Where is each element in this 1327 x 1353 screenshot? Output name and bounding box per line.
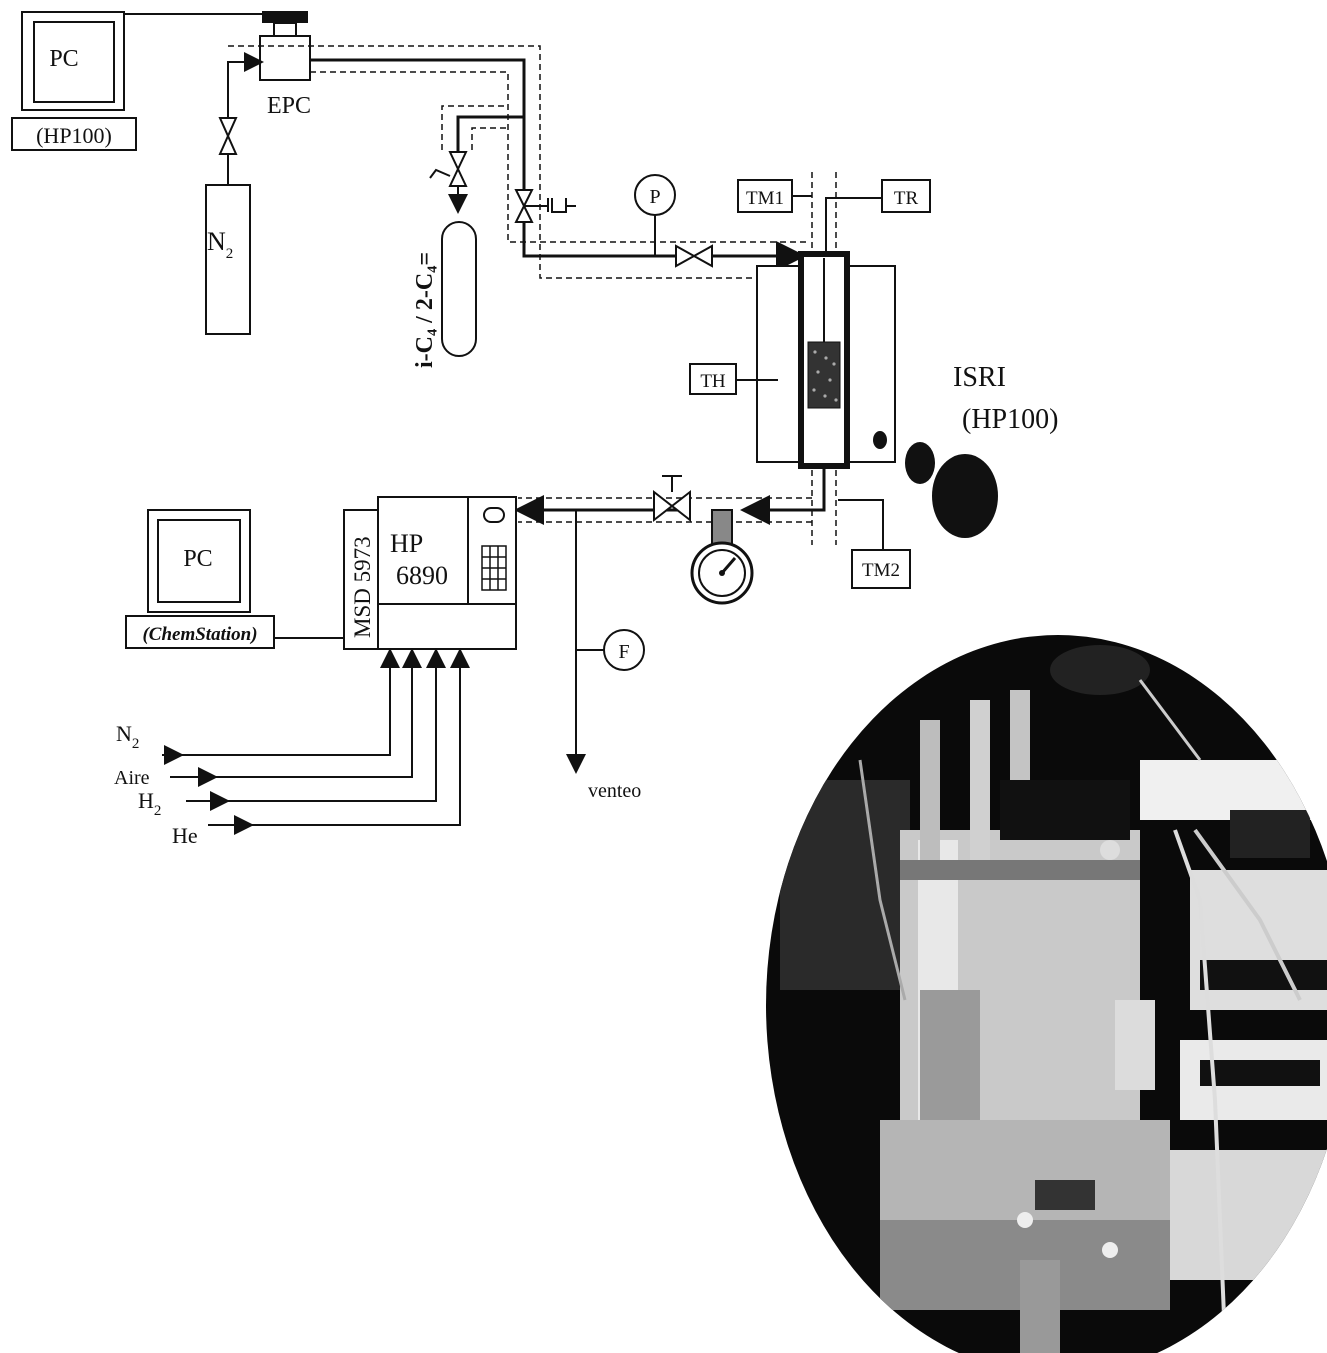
gc-keypad-icon xyxy=(482,546,506,590)
sensor-tm2-label: TM2 xyxy=(862,560,900,581)
reactor-model-label: (HP100) xyxy=(962,404,1058,435)
reactor-name-label: ISRI xyxy=(953,362,1006,393)
pressure-gauge-p: P xyxy=(635,175,675,256)
bottom-pc-software-label: (ChemStation) xyxy=(142,624,257,645)
oven-knob-icon xyxy=(873,431,887,449)
gas-h2-label: H2 xyxy=(138,788,161,819)
gc-ms-unit: HP 6890 MSD 5973 xyxy=(344,497,516,649)
epc-controller-cap xyxy=(262,11,308,23)
vent-label: venteo xyxy=(588,780,641,802)
feed-cylinder-label: i-C₄ / 2-C₄= xyxy=(412,252,438,368)
vent-cap-icon xyxy=(548,198,576,212)
top-pc-label: PC xyxy=(49,46,78,72)
epc-outlet-line xyxy=(310,60,524,190)
sensor-tm1: TM1 xyxy=(738,180,812,212)
sensor-th-label: TH xyxy=(700,371,726,392)
epc-box xyxy=(260,36,310,80)
flow-meter-label: F xyxy=(618,641,629,663)
top-pc: PC (HP100) xyxy=(12,12,136,150)
reactor-oven xyxy=(757,254,895,466)
feed-valve-icon xyxy=(450,152,466,186)
gas-he-label: He xyxy=(172,823,198,848)
gas-input-lines xyxy=(162,652,460,825)
reactor-photo xyxy=(760,630,1327,1353)
feed-line xyxy=(458,117,524,152)
sensor-tr: TR xyxy=(826,180,930,252)
sensor-tm1-label: TM1 xyxy=(746,188,784,209)
epc-unit: EPC xyxy=(260,23,311,119)
gas-n2-label: N2 xyxy=(116,721,139,752)
epc-label: EPC xyxy=(267,93,311,119)
reactor-inlet-valve-icon xyxy=(676,246,712,266)
reactor-knob-large-icon xyxy=(932,454,998,538)
sensor-tr-label: TR xyxy=(894,188,919,209)
gc-hp-label: HP xyxy=(390,529,423,558)
bottom-pc: PC (ChemStation) xyxy=(126,510,274,648)
msd-label: MSD 5973 xyxy=(350,536,375,638)
gc-display-icon xyxy=(484,508,504,522)
n2-feed-line xyxy=(228,62,260,118)
sensor-tm2: TM2 xyxy=(838,500,910,588)
n2-cylinder: N2 xyxy=(206,185,250,334)
manometer-gauge-icon xyxy=(692,510,752,603)
n2-valve-icon xyxy=(220,118,236,154)
reactor-feed-line xyxy=(524,222,676,256)
catalyst-bed xyxy=(808,342,840,408)
reactor-knob-small-icon xyxy=(905,442,935,484)
gas-aire-label: Aire xyxy=(114,767,150,789)
top-pc-model-label: (HP100) xyxy=(36,123,112,148)
flow-meter-f: F xyxy=(604,630,644,670)
gc-model-label: 6890 xyxy=(396,561,448,590)
outlet-valve-icon xyxy=(654,492,690,520)
heated-trace-top xyxy=(228,46,810,278)
feed-cylinder: i-C₄ / 2-C₄= xyxy=(412,222,476,368)
pressure-gauge-label: P xyxy=(649,186,660,208)
bottom-pc-label: PC xyxy=(183,546,212,572)
